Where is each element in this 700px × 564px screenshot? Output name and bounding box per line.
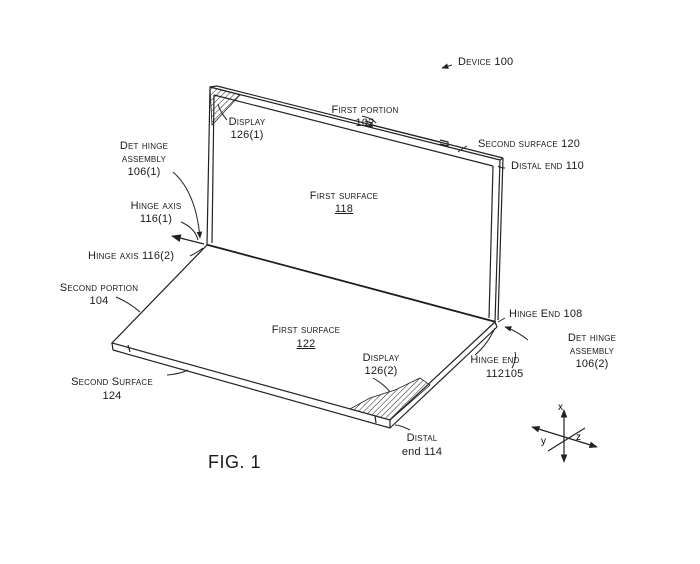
label-second-surface-bottom-num: 124 bbox=[102, 390, 122, 402]
label-second-surface-bottom: Second Surface bbox=[71, 376, 153, 388]
label-det-hinge-bottom: Det hinge bbox=[567, 332, 617, 344]
label-display-bottom-num: 126(2) bbox=[364, 365, 398, 377]
label-det-hinge-top-2: assembly bbox=[121, 153, 167, 165]
label-distal-end-bottom-2: end 114 bbox=[401, 446, 443, 458]
label-hinge-axis-1: Hinge axis bbox=[130, 200, 182, 212]
label-det-hinge-bottom-num: 106(2) bbox=[575, 358, 609, 370]
label-first-portion-num: 102 bbox=[355, 117, 375, 129]
label-det-hinge-bottom-2: assembly bbox=[569, 345, 615, 357]
axis-y-label: y bbox=[541, 436, 546, 447]
label-first-portion: First portion bbox=[331, 104, 399, 116]
label-det-hinge-top: Det hinge bbox=[119, 140, 169, 152]
label-hinge-end-112: Hinge end bbox=[470, 354, 520, 366]
label-second-portion: Second portion bbox=[59, 282, 139, 294]
label-display-top: Display bbox=[228, 116, 266, 128]
leader-lines bbox=[115, 63, 529, 431]
label-first-surface-bottom: First surface bbox=[271, 324, 341, 336]
hinge-axis-arrow bbox=[171, 234, 205, 245]
display-bottom-hatch bbox=[348, 377, 431, 421]
label-hinge-axis-1-num: 116(1) bbox=[139, 213, 173, 225]
label-device: Device 100 bbox=[458, 56, 514, 68]
label-hinge-axis-2: Hinge axis 116(2) bbox=[88, 250, 175, 262]
coordinate-axes bbox=[531, 409, 598, 463]
axis-x-label: x bbox=[558, 402, 563, 413]
label-second-surface-top: Second surface 120 bbox=[478, 138, 581, 150]
label-distal-end-bottom: Distal bbox=[406, 432, 438, 444]
figure-caption: FIG. 1 bbox=[208, 452, 262, 472]
label-ref-105: 105 bbox=[504, 368, 524, 380]
label-first-surface-bottom-num: 122 bbox=[296, 338, 316, 350]
axis-z-label: z bbox=[576, 432, 581, 443]
label-distal-end-top: Distal end 110 bbox=[511, 160, 584, 172]
label-first-surface-top: First surface bbox=[309, 190, 379, 202]
display-top-hatch bbox=[209, 86, 241, 126]
label-second-portion-num: 104 bbox=[89, 295, 109, 307]
label-display-bottom: Display bbox=[362, 352, 400, 364]
label-det-hinge-top-num: 106(1) bbox=[127, 166, 161, 178]
label-display-top-num: 126(1) bbox=[230, 129, 264, 141]
label-first-surface-top-num: 118 bbox=[334, 203, 354, 215]
label-hinge-end-112-num: 112 bbox=[485, 368, 505, 380]
label-hinge-end-108: Hinge End 108 bbox=[509, 308, 583, 320]
